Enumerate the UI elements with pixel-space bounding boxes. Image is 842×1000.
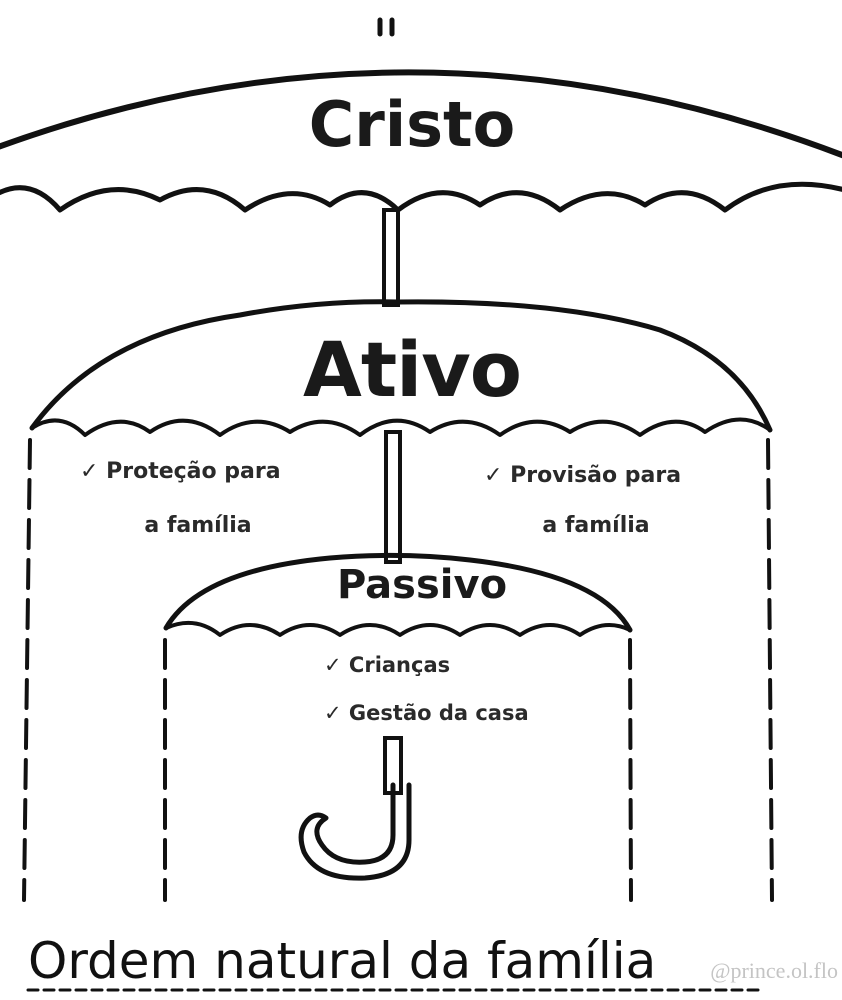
ativo-item-provisao-line2: a família xyxy=(542,513,649,538)
umbrella-ativo-scallops xyxy=(30,417,772,437)
shaft-middle xyxy=(384,430,402,564)
umbrella-cristo-label: Cristo xyxy=(309,88,515,161)
umbrella-ativo: Ativo ✓ Proteção para a família ✓ Provis… xyxy=(22,299,774,902)
umbrella-passivo-canopy xyxy=(163,552,633,633)
ativo-item-protecao-line2: a família xyxy=(144,513,251,538)
check-icon: ✓ xyxy=(324,701,342,725)
footer-title: Ordem natural da família xyxy=(28,932,656,990)
check-icon: ✓ xyxy=(484,463,502,488)
passivo-item-gestao: ✓ Gestão da casa xyxy=(324,701,529,725)
passivo-item-gestao-text: Gestão da casa xyxy=(349,701,529,725)
umbrella-cristo-scallops xyxy=(0,181,842,213)
umbrella-shaft xyxy=(382,208,403,795)
umbrella-passivo-scallops xyxy=(164,620,632,637)
umbrella-cristo-tip xyxy=(377,17,395,37)
shaft-upper xyxy=(382,208,400,307)
umbrella-handle-icon xyxy=(298,782,412,881)
passivo-item-criancas: ✓ Crianças xyxy=(324,653,450,677)
check-icon: ✓ xyxy=(80,459,98,484)
ativo-item-protecao: ✓ Proteção para xyxy=(80,459,281,484)
ativo-item-provisao: ✓ Provisão para xyxy=(484,463,681,488)
ativo-item-protecao-line1: Proteção para xyxy=(106,459,280,484)
footer: Ordem natural da família @prince.ol.flo xyxy=(26,932,838,992)
umbrella-passivo-right-drop xyxy=(628,638,633,902)
umbrella-ativo-left-drop xyxy=(22,438,32,902)
umbrella-ativo-canopy xyxy=(29,299,773,433)
umbrella-passivo: Passivo ✓ Crianças ✓ Gestão da casa xyxy=(163,552,633,902)
ativo-item-provisao-line1: Provisão para xyxy=(510,463,681,488)
umbrella-ativo-label: Ativo xyxy=(303,325,521,414)
umbrella-passivo-label: Passivo xyxy=(337,562,507,608)
umbrella-cristo-canopy xyxy=(0,69,842,159)
passivo-item-criancas-text: Crianças xyxy=(349,653,450,677)
check-icon: ✓ xyxy=(324,653,342,677)
umbrella-ativo-right-drop xyxy=(766,438,774,902)
umbrella-cristo: Cristo xyxy=(0,17,842,213)
watermark: @prince.ol.flo xyxy=(710,958,838,983)
